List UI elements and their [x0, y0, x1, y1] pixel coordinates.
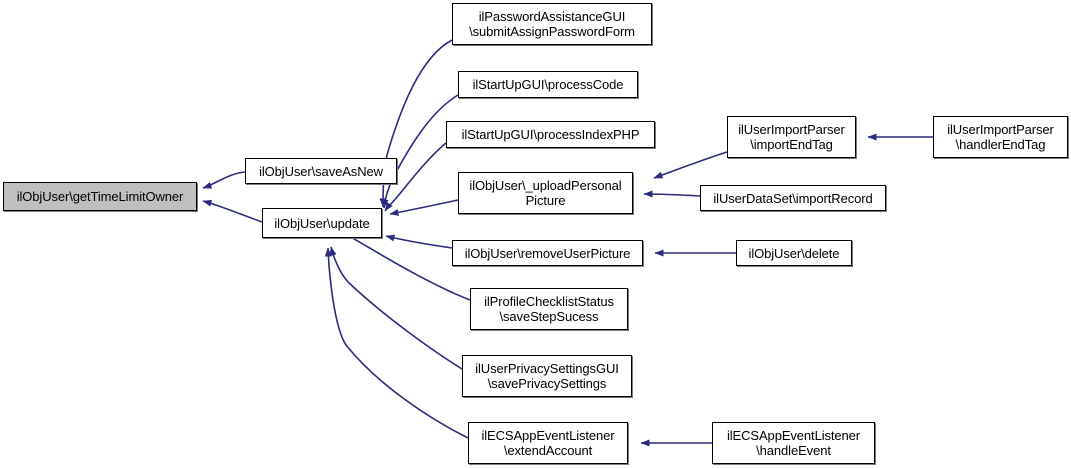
graph-node-update[interactable]: ilObjUser\update	[262, 208, 382, 238]
graph-node-processIndexPHP[interactable]: ilStartUpGUI\processIndexPHP	[446, 121, 655, 148]
graph-node-getTimeLimitOwner[interactable]: ilObjUser\getTimeLimitOwner	[3, 182, 197, 211]
graph-edge-saveAsNew-to-getTimeLimitOwner	[202, 171, 246, 189]
graph-edge-savePrivacySettings-to-update	[329, 246, 463, 370]
graph-node-extendAccount[interactable]: ilECSAppEventListener \extendAccount	[468, 422, 628, 464]
graph-node-handlerEndTag[interactable]: ilUserImportParser \handlerEndTag	[933, 116, 1068, 158]
graph-node-savePrivacySettings[interactable]: ilUserPrivacySettingsGUI \savePrivacySet…	[462, 355, 632, 397]
graph-edge-extendAccount-to-update	[324, 247, 469, 439]
graph-node-submitAssignPasswordForm[interactable]: ilPasswordAssistanceGUI \submitAssignPas…	[452, 3, 652, 45]
graph-edge-removeUserPicture-to-update	[385, 234, 453, 249]
graph-node-uploadPersonalPicture[interactable]: ilObjUser\_uploadPersonal Picture	[458, 172, 633, 214]
graph-node-importRecord[interactable]: ilUserDataSet\importRecord	[700, 185, 886, 211]
graph-node-saveAsNew[interactable]: ilObjUser\saveAsNew	[245, 158, 397, 184]
graph-edge-uploadPersonalPicture-to-update	[389, 199, 459, 216]
graph-node-handleEvent[interactable]: ilECSAppEventListener \handleEvent	[712, 422, 875, 464]
graph-node-removeUserPicture[interactable]: ilObjUser\removeUserPicture	[452, 240, 643, 266]
graph-node-saveStepSucess[interactable]: ilProfileChecklistStatus \saveStepSucess	[470, 288, 628, 330]
graph-edge-saveStepSucess-to-update	[337, 229, 471, 301]
graph-edge-processCode-to-update	[381, 94, 459, 209]
graph-node-delete[interactable]: ilObjUser\delete	[736, 240, 852, 266]
graph-node-importEndTag[interactable]: ilUserImportParser \importEndTag	[727, 116, 856, 158]
graph-node-processCode[interactable]: ilStartUpGUI\processCode	[458, 71, 638, 98]
graph-edge-importEndTag-to-uploadPersonalPicture	[653, 151, 728, 179]
graph-edge-update-to-getTimeLimitOwner	[202, 199, 263, 223]
graph-edge-importRecord-to-uploadPersonalPicture	[643, 190, 701, 198]
